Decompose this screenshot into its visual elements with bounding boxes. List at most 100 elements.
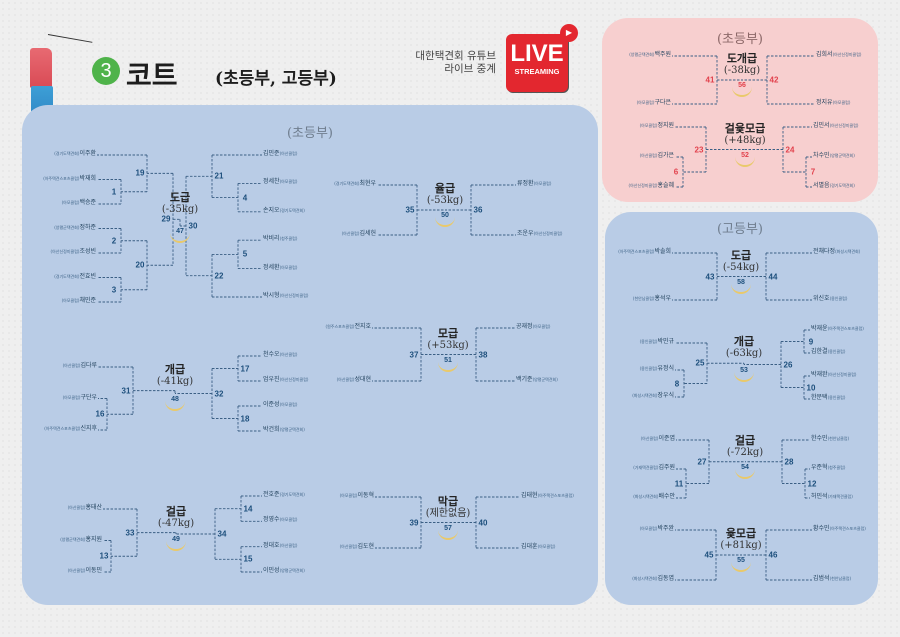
match-number: 8 bbox=[674, 379, 680, 388]
player-name: 정세찬 bbox=[263, 178, 280, 186]
match-number: 24 bbox=[785, 145, 795, 154]
player-entry: 엄우진(아산신정미클럽) bbox=[263, 376, 309, 383]
match-number: 41 bbox=[705, 75, 715, 85]
player-entry: 백기준(양평군택견회) bbox=[516, 376, 558, 383]
match-number: 27 bbox=[697, 457, 707, 467]
player-club: 경기도택견회 bbox=[831, 183, 854, 188]
match-number: 33 bbox=[125, 528, 135, 538]
play-icon[interactable]: ▶ bbox=[560, 24, 578, 42]
player-name: 박솔희 bbox=[654, 248, 671, 255]
player-club: 화성시택견회 bbox=[633, 576, 656, 581]
live-streaming-badge[interactable]: LIVE STREAMING bbox=[506, 34, 568, 92]
final-match-number: 53 bbox=[734, 366, 754, 382]
weight-limit: (+48kg) bbox=[724, 134, 766, 146]
player-name: 박민규 bbox=[657, 338, 674, 345]
player-entry: 정세환(아모클럽) bbox=[263, 263, 298, 271]
youtube-live-notice: 대한택견회 유튜브 라이브 중계 bbox=[415, 50, 496, 76]
player-name: 허민석 bbox=[811, 493, 828, 500]
match-number: 26 bbox=[783, 360, 793, 369]
match-number: 6 bbox=[673, 167, 679, 177]
player-name: 유정식 bbox=[657, 365, 674, 372]
player-name: 이민성 bbox=[263, 567, 280, 574]
player-entry: 전호준(경기도택견회) bbox=[263, 491, 305, 498]
match-number: 14 bbox=[243, 504, 253, 514]
player-entry: (아모클럽)구단우 bbox=[62, 393, 97, 401]
player-name: 김다루 bbox=[80, 362, 97, 369]
player-entry: (양평군택견회)백주원 bbox=[629, 51, 671, 58]
player-club: 아산클럽 bbox=[641, 153, 656, 158]
player-name: 전지호 bbox=[354, 323, 371, 330]
youtube-line-2: 라이브 중계 bbox=[444, 63, 496, 75]
player-name: 한문택 bbox=[811, 394, 828, 401]
elementary-panel-main bbox=[22, 105, 598, 605]
player-entry: (화성시택견회)배수안 bbox=[633, 493, 675, 500]
player-club: 아모클럽 bbox=[63, 200, 78, 205]
player-entry: 허민석(가재택견클럽) bbox=[811, 493, 853, 500]
player-name: 김가은 bbox=[657, 152, 674, 159]
weight-class-name: 윷모급 bbox=[725, 527, 757, 540]
player-club: 양평군택견회 bbox=[630, 52, 653, 57]
match-number: 39 bbox=[409, 518, 419, 527]
player-entry: (화성시택견회)장우식 bbox=[632, 392, 674, 399]
player-club: 아산신정미클럽 bbox=[630, 183, 656, 188]
match-number: 40 bbox=[478, 518, 488, 527]
player-name: 김한결 bbox=[811, 348, 828, 355]
weight-class-title: 걸윷모급(+48kg) bbox=[724, 122, 765, 147]
player-entry: (아산신정미클럽)홍슬혜 bbox=[628, 182, 674, 189]
player-entry: 서별음(경기도택견회) bbox=[813, 182, 855, 189]
player-club: 용인클럽 bbox=[831, 296, 846, 301]
match-number: 29 bbox=[161, 214, 171, 224]
player-club: 화성시택견회 bbox=[634, 494, 657, 499]
match-number: 12 bbox=[807, 479, 817, 488]
weight-class-name: 개급 bbox=[733, 335, 755, 349]
weight-class-title: 도급(-35kg) bbox=[162, 191, 198, 216]
player-entry: (경기도택견회)전효빈 bbox=[54, 272, 96, 280]
match-number: 3 bbox=[111, 285, 117, 295]
player-entry: 박재윤(아주택견스포츠클럽) bbox=[811, 325, 864, 332]
player-name: 정세환 bbox=[263, 263, 280, 271]
player-club: 아산클럽 bbox=[343, 231, 358, 236]
match-number: 19 bbox=[135, 168, 145, 178]
weight-limit: (-38kg) bbox=[723, 65, 761, 76]
match-number: 20 bbox=[135, 260, 145, 270]
page-title: 코트 bbox=[126, 59, 178, 92]
final-match-number: 51 bbox=[438, 356, 458, 372]
player-club: 아모클럽 bbox=[534, 324, 549, 329]
player-club: 아산신정미클럽 bbox=[281, 377, 307, 382]
player-club: 아산클럽 bbox=[69, 568, 84, 573]
player-entry: 정세찬(아모클럽) bbox=[263, 178, 298, 186]
player-club: 아모클럽 bbox=[281, 179, 296, 185]
player-name: 정대호 bbox=[263, 541, 280, 549]
match-number: 10 bbox=[806, 383, 816, 392]
player-name: 김도현 bbox=[357, 543, 374, 550]
final-match-number: 50 bbox=[435, 211, 455, 227]
weight-class-name: 막급 bbox=[437, 494, 459, 508]
player-name: 차수민 bbox=[813, 152, 830, 159]
match-number: 9 bbox=[808, 337, 814, 346]
player-entry: (아산클럽)김세헌 bbox=[341, 230, 376, 237]
player-club: 아주택견스포츠클럽 bbox=[829, 326, 863, 331]
player-entry: (아산클럽)김다루 bbox=[62, 362, 97, 369]
weight-limit: (-41kg) bbox=[156, 375, 194, 387]
player-name: 최현우 bbox=[359, 180, 376, 187]
player-entry: 박비리(청주클럽) bbox=[263, 235, 298, 243]
player-entry: 김범석(천안남클럽) bbox=[813, 575, 852, 582]
weight-limit: (-53kg) bbox=[426, 195, 464, 206]
player-entry: (화성시택견회)김동엽 bbox=[632, 575, 674, 582]
player-name: 서별음 bbox=[813, 182, 830, 189]
player-club: 용인클럽 bbox=[829, 349, 844, 354]
player-name: 손지오 bbox=[263, 206, 280, 214]
player-club: 양평군택견회 bbox=[281, 427, 304, 432]
player-club: 원주스포츠클럽 bbox=[327, 324, 353, 329]
player-club: 아모클럽 bbox=[539, 544, 554, 549]
player-name: 이동민 bbox=[85, 567, 102, 574]
player-name: 조성빈 bbox=[79, 248, 96, 255]
player-name: 천수오 bbox=[263, 351, 280, 358]
weight-class-name: 도급 bbox=[169, 191, 191, 205]
player-club: 아산신정미클럽 bbox=[281, 293, 307, 298]
player-name: 김민준 bbox=[263, 150, 280, 157]
player-name: 전채다정 bbox=[813, 248, 836, 255]
player-club: 아산클럽 bbox=[341, 544, 356, 549]
player-entry: 김희서(아산신정미클럽) bbox=[816, 51, 862, 58]
match-number: 2 bbox=[111, 236, 117, 246]
